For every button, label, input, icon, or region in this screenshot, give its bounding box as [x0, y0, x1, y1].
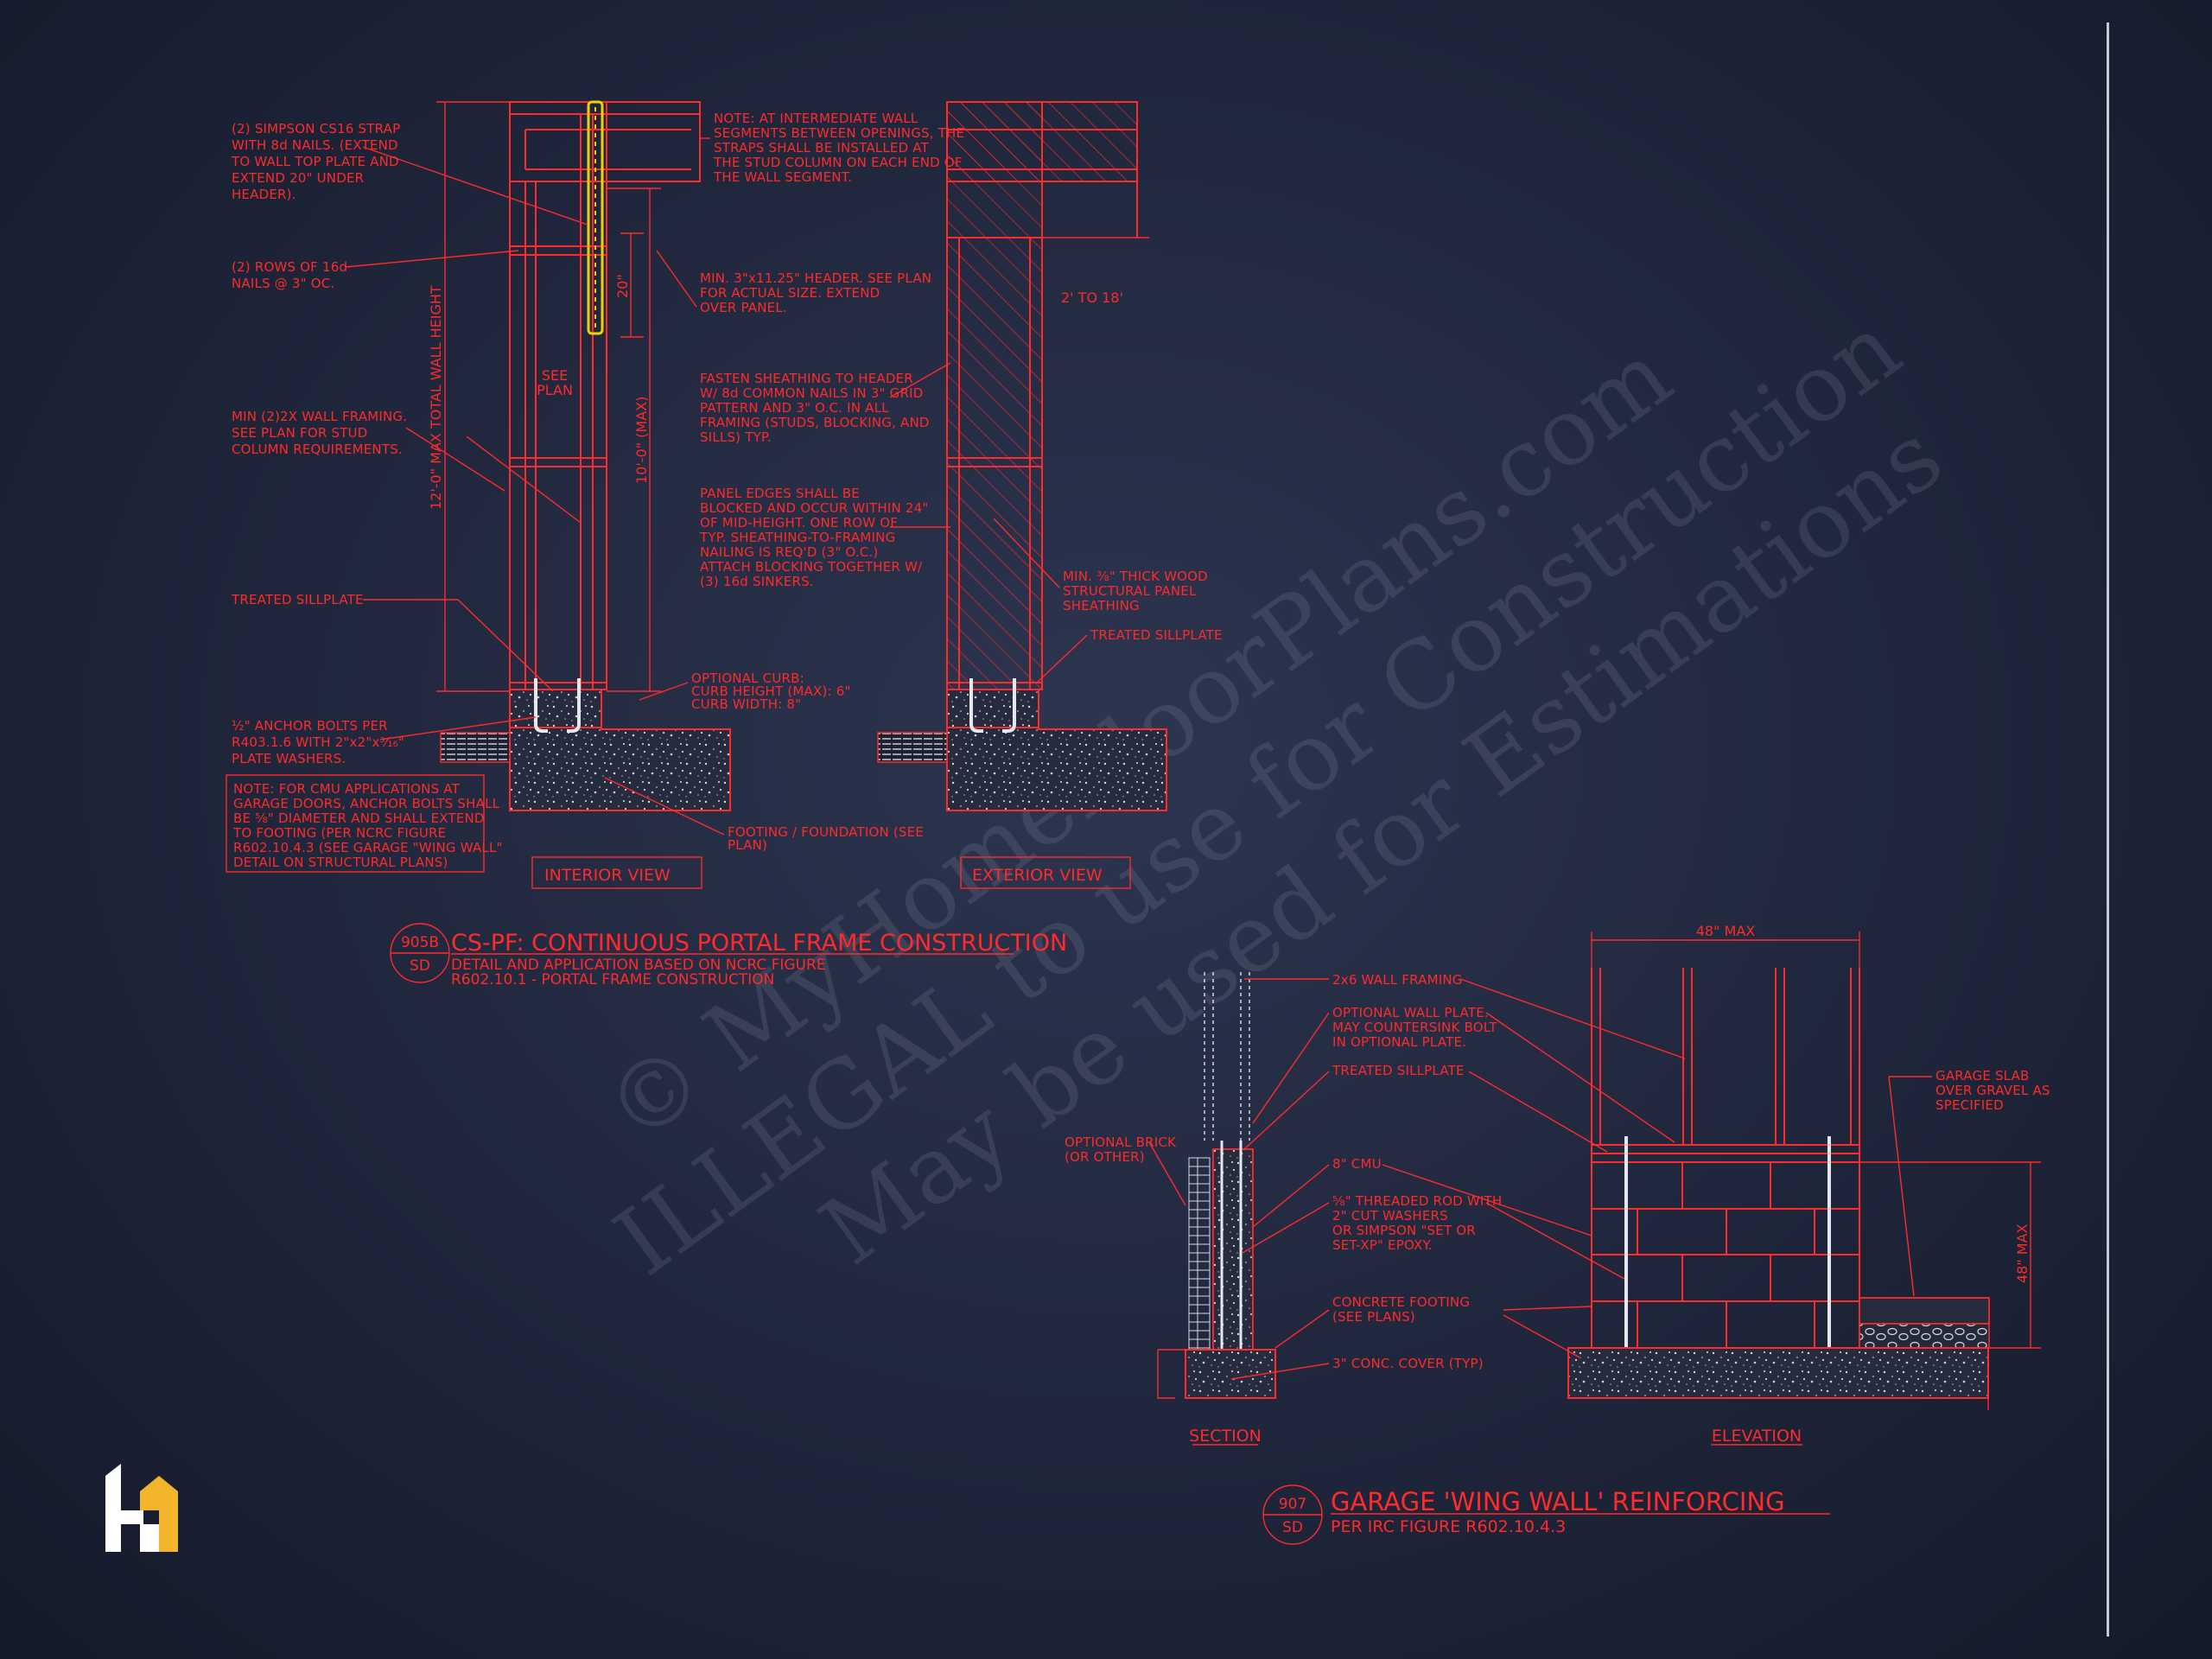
detail-907-title: GARAGE 'WING WALL' REINFORCING	[1331, 1487, 1785, 1516]
detail-905b-subtitle: DETAIL AND APPLICATION BASED ON NCRC FIG…	[451, 957, 826, 988]
callout-wall-framing: MIN (2)2X WALL FRAMING.SEE PLAN FOR STUD…	[232, 409, 407, 457]
callouts-907: 2x6 WALL FRAMING OPTIONAL WALL PLATE.MAY…	[1065, 923, 2050, 1545]
dim-total-height: 12'-0" MAX TOTAL WALL HEIGHT	[428, 285, 444, 510]
watermark-line-2: ILLEGAL to use for Construction	[596, 294, 1920, 1297]
wing-wall-elevation-drawing	[1567, 931, 2041, 1410]
callout-8in-cmu: 8" CMU	[1332, 1156, 1382, 1172]
exterior-view-label: EXTERIOR VIEW	[972, 866, 1103, 885]
detail-bubble-907-number: 907	[1279, 1496, 1306, 1513]
detail-907-subtitle: PER IRC FIGURE R602.10.4.3	[1331, 1517, 1566, 1536]
callout-concrete-footing: CONCRETE FOOTING(SEE PLANS)	[1332, 1294, 1470, 1325]
callout-2x6-framing: 2x6 WALL FRAMING	[1332, 972, 1463, 988]
dim-strap-length: 20"	[614, 274, 631, 298]
callout-sillplate: TREATED SILLPLATE	[231, 592, 364, 607]
detail-905b-title: CS-PF: CONTINUOUS PORTAL FRAME CONSTRUCT…	[451, 930, 1067, 957]
callout-curb: OPTIONAL CURB:CURB HEIGHT (MAX): 6"CURB …	[691, 671, 851, 712]
elevation-label: ELEVATION	[1712, 1427, 1802, 1446]
section-label: SECTION	[1189, 1427, 1262, 1446]
dim-max-height: 10'-0" (MAX)	[633, 397, 650, 484]
dim-height-48: 48" MAX	[2014, 1224, 2031, 1283]
callout-optional-brick: OPTIONAL BRICK(OR OTHER)	[1065, 1135, 1177, 1165]
callout-optional-plate: OPTIONAL WALL PLATE.MAY COUNTERSINK BOLT…	[1332, 1005, 1497, 1050]
detail-bubble-905b-number: 905B	[401, 934, 439, 951]
interior-view-label: INTERIOR VIEW	[544, 866, 671, 885]
exterior-view-drawing	[877, 101, 1167, 811]
detail-bubble-905b-sheet: SD	[410, 957, 430, 975]
company-logo	[105, 1464, 178, 1552]
sheet-border-line	[2107, 22, 2109, 1637]
callout-sillplate-ext: TREATED SILLPLATE	[1090, 627, 1223, 643]
callout-conc-cover: 3" CONC. COVER (TYP)	[1332, 1356, 1484, 1371]
dim-header-span: 2' TO 18'	[1061, 289, 1123, 306]
callout-treated-sillplate: TREATED SILLPLATE	[1332, 1063, 1465, 1078]
interior-view-drawing	[436, 100, 731, 811]
wing-wall-section-drawing	[1157, 972, 1276, 1399]
detail-bubble-907-sheet: SD	[1282, 1519, 1303, 1536]
dim-width-48: 48" MAX	[1696, 923, 1756, 939]
